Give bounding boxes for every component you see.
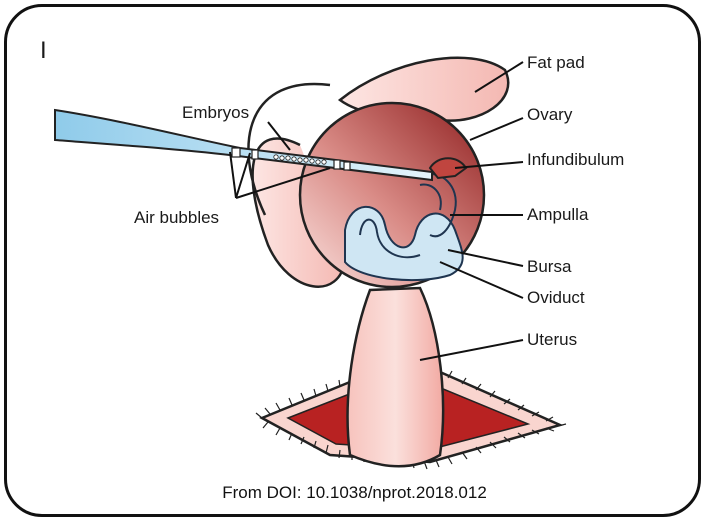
source-caption: From DOI: 10.1038/nprot.2018.012 xyxy=(0,483,709,503)
label-bursa: Bursa xyxy=(527,257,572,276)
label-embryos: Embryos xyxy=(182,103,249,122)
uterus-shape xyxy=(348,288,444,466)
label-uterus: Uterus xyxy=(527,330,577,349)
label-ovary: Ovary xyxy=(527,105,573,124)
label-air-bubbles: Air bubbles xyxy=(134,208,219,227)
label-fat-pad: Fat pad xyxy=(527,53,585,72)
label-ampulla: Ampulla xyxy=(527,205,589,224)
panel-letter: I xyxy=(40,37,47,64)
label-oviduct: Oviduct xyxy=(527,288,585,307)
label-infundibulum: Infundibulum xyxy=(527,150,624,169)
